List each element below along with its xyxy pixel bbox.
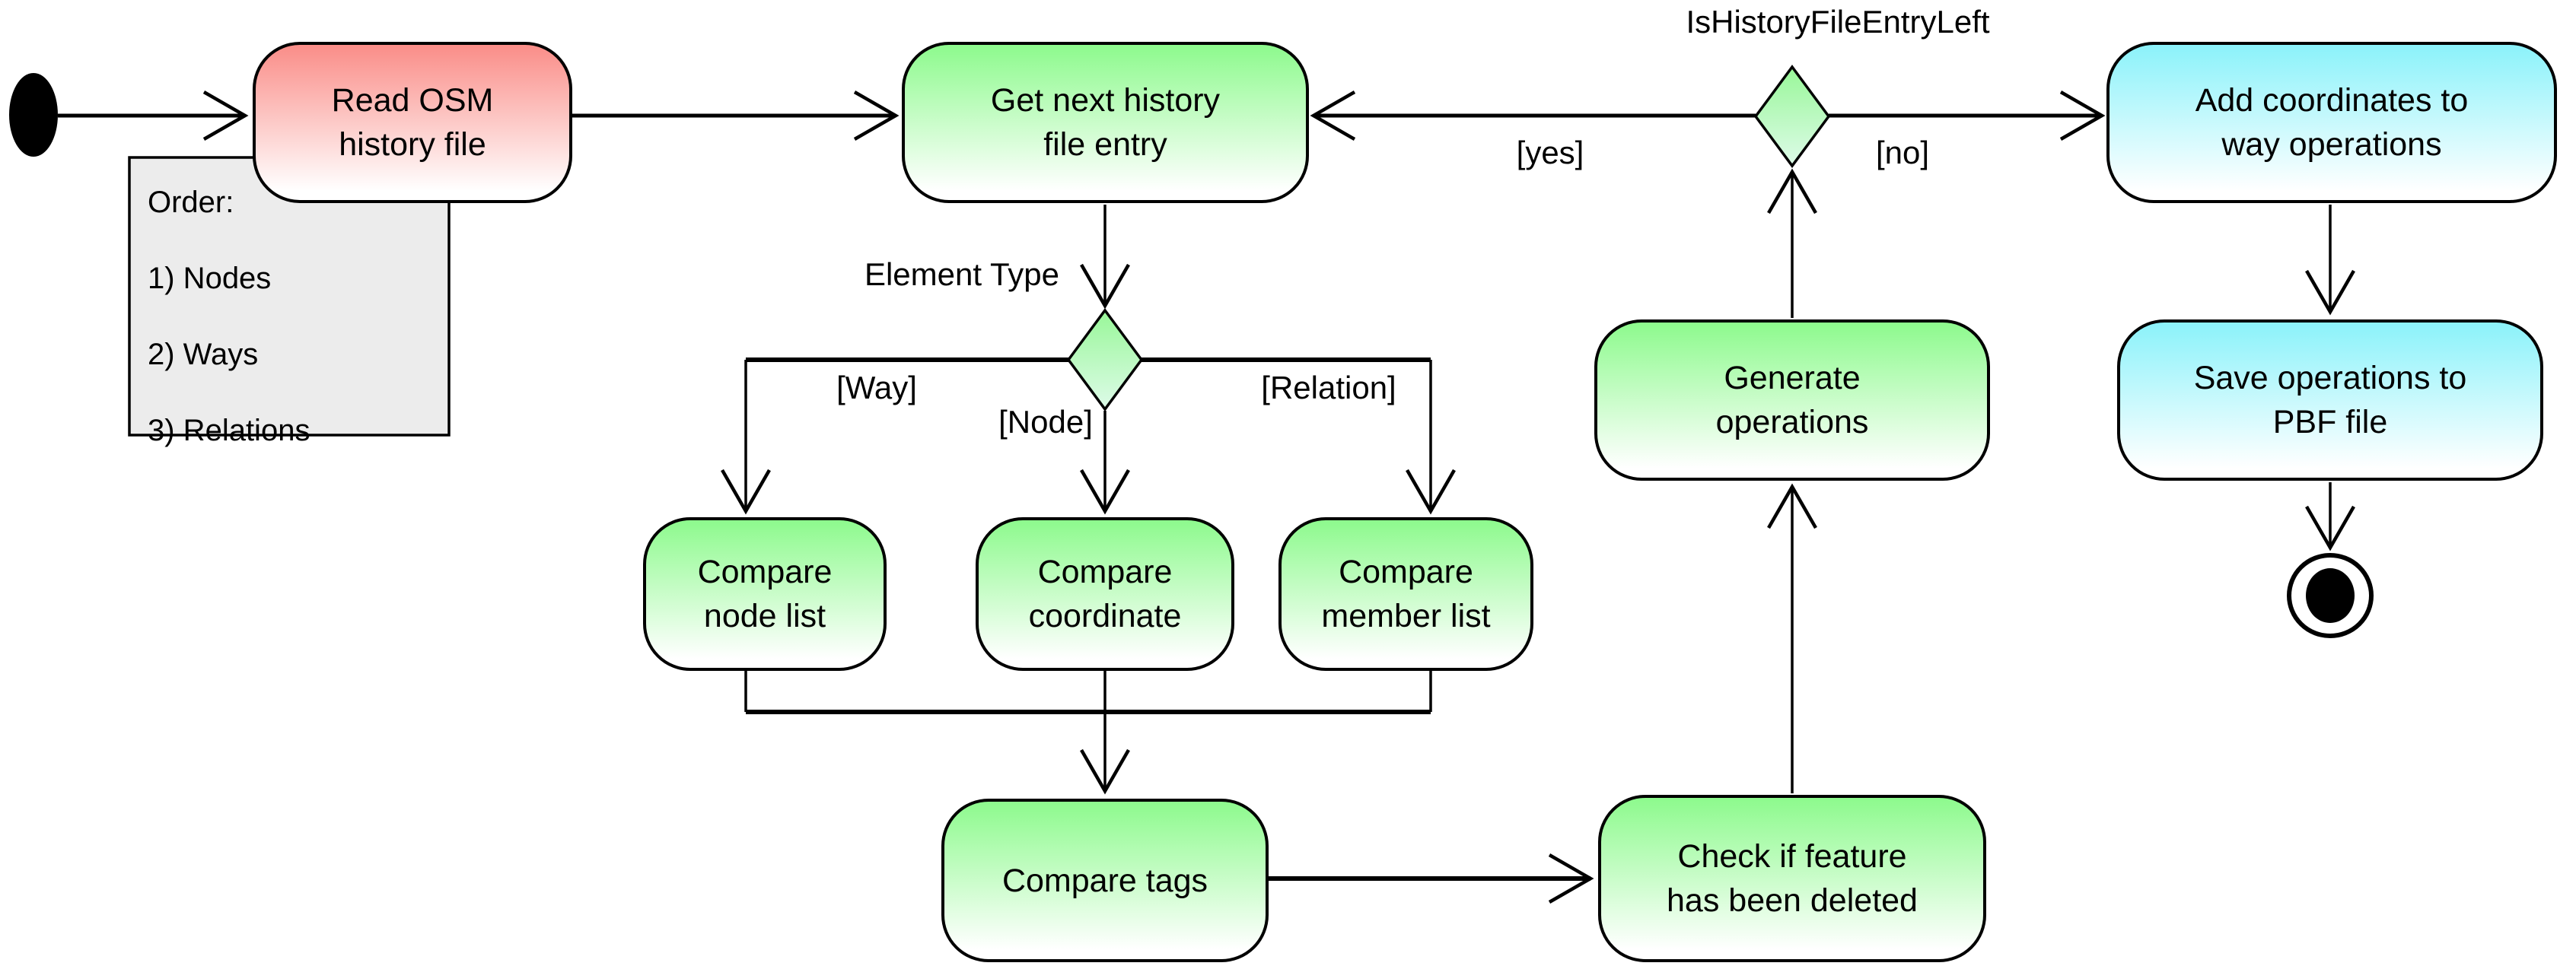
activity-save-operations: Save operations to PBF file [2117,319,2543,481]
start-node [9,73,58,157]
activity-compare-member-list: Compare member list [1278,517,1533,671]
activity-label: operations [1715,404,1869,440]
end-node-dot [2306,568,2355,623]
note-line: Order: [148,186,234,219]
activity-label: way operations [2221,126,2442,163]
activity-label: file entry [1043,126,1167,163]
activity-label: Compare [1339,554,1473,590]
note-line: 3) Relations [148,414,310,447]
decision-label-is-history-file-entry-left: IsHistoryFileEntryLeft [1686,4,1990,40]
note: Order: 1) Nodes 2) Ways 3) Relations [148,164,437,469]
guard-label-yes: [yes] [1516,135,1584,170]
activity-read-osm: Read OSM history file [253,42,572,203]
activity-compare-coordinate: Compare coordinate [976,517,1234,671]
activity-label: Add coordinates to [2195,82,2469,119]
activity-get-next-entry: Get next history file entry [902,42,1309,203]
activity-label: Compare [697,554,833,590]
guard-label-no: [no] [1875,135,1930,170]
activity-label: Generate [1724,360,1861,396]
note-line: 2) Ways [148,338,259,371]
activity-compare-node-list: Compare node list [643,517,887,671]
activity-label: Check if feature [1677,838,1907,875]
activity-label: Compare tags [1001,862,1208,899]
decision-label-element-type: Element Type [864,256,1059,292]
activity-compare-tags: Compare tags [941,799,1269,962]
activity-check-deleted: Check if feature has been deleted [1598,795,1986,962]
activity-add-coordinates: Add coordinates to way operations [2106,42,2557,203]
activity-label: PBF file [2272,404,2388,440]
decision-element-type [1066,308,1144,412]
activity-label: Get next history [990,82,1221,119]
activity-label: Compare [1037,554,1173,590]
guard-label-way: [Way] [836,370,917,405]
activity-label: member list [1321,598,1491,634]
note-line: 1) Nodes [148,262,272,295]
activity-label: coordinate [1028,598,1182,634]
activity-label: history file [339,126,486,163]
activity-label: Save operations to [2193,360,2467,396]
guard-label-node: [Node] [998,404,1093,440]
activity-label: node list [703,598,826,634]
guard-label-relation: [Relation] [1261,370,1396,405]
decision-is-history-file-entry-left [1753,65,1831,168]
activity-generate-operations: Generate operations [1594,319,1990,481]
activity-label: Read OSM [331,82,494,119]
activity-label: has been deleted [1667,882,1918,919]
